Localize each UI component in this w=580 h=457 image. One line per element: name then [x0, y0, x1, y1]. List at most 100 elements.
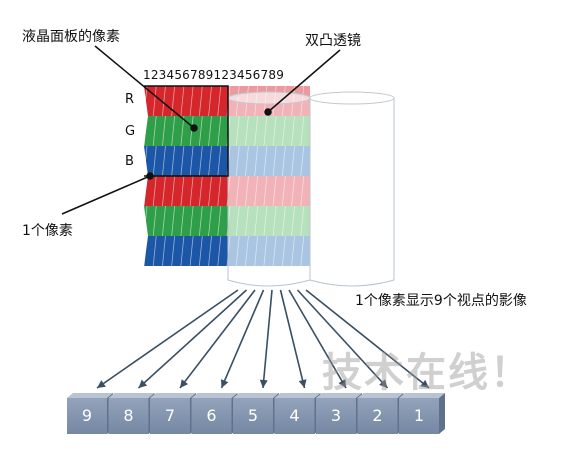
view-box-top [67, 393, 113, 398]
subpixel-line [300, 115, 305, 147]
view-ray [262, 289, 273, 389]
subpixel-line [180, 235, 185, 267]
subpixel-line [254, 115, 259, 147]
row-label-b: B [125, 154, 134, 169]
subpixel-line [291, 205, 295, 237]
subpixel-line [254, 235, 259, 267]
panel-row-0 [144, 86, 228, 116]
subpixel-line [291, 115, 295, 147]
view-box-number: 1 [413, 406, 425, 425]
watermark-text: 技术在线！ [322, 350, 532, 396]
subpixel-line [152, 205, 157, 237]
row-label-r: R [125, 92, 135, 107]
panel-row-5 [144, 236, 228, 266]
subpixel-line [235, 205, 240, 237]
subpixel-line [281, 145, 286, 177]
subpixel-line [263, 145, 268, 177]
subpixel-line [235, 235, 240, 267]
lcd-panel [143, 85, 228, 267]
view-box-number: 3 [330, 406, 342, 425]
view-box-top [191, 393, 238, 398]
view-box-5 [233, 398, 273, 434]
subpixel-line [235, 115, 240, 147]
subpixel-line [217, 235, 222, 267]
view-ray [288, 289, 347, 389]
view-box-number: 5 [247, 406, 259, 425]
subpixel-line [235, 175, 240, 207]
subpixel-line [217, 115, 222, 147]
view-box-number: 6 [206, 406, 217, 425]
subpixel-line [152, 115, 157, 147]
view-box-1 [399, 398, 439, 434]
subpixel-line [198, 145, 203, 177]
subpixel-line [300, 235, 305, 267]
view-box-9 [67, 398, 107, 434]
view-ray [220, 289, 265, 389]
subpixel-line [217, 205, 222, 237]
subpixel-line [245, 205, 249, 237]
lens-top-right [309, 91, 395, 105]
subpixel-line [272, 145, 277, 177]
subpixel-line [291, 175, 295, 207]
subpixel-line [272, 115, 277, 147]
view-ray-arrowhead [420, 379, 429, 388]
subpixel-line [189, 235, 194, 267]
view-ray [305, 289, 430, 389]
subpixel-line [263, 115, 268, 147]
subpixel-line [245, 145, 249, 177]
view-box-3 [316, 398, 356, 434]
column-numbers: 123456789123456789 [143, 68, 285, 82]
lens-row-5 [228, 236, 310, 266]
lens-row-4 [228, 206, 310, 236]
view-ray-arrowhead [379, 379, 388, 388]
view-box-top [357, 393, 404, 398]
subpixel-line [180, 175, 185, 207]
lenticular-lens-label: 双凸透镜 [305, 33, 361, 49]
one-pixel-outline [144, 85, 229, 177]
subpixel-line [245, 115, 249, 147]
view-box-top [150, 393, 196, 398]
view-box-number: 4 [289, 406, 300, 425]
lens-cylinder-left [227, 91, 311, 287]
view-box-4 [274, 398, 315, 434]
view-ray-arrowhead [259, 379, 268, 388]
subpixel-line [198, 115, 203, 147]
view-ray-arrowhead [220, 379, 229, 388]
subpixel-line [217, 85, 222, 117]
subpixel-line [189, 145, 194, 177]
subpixel-line [171, 115, 176, 147]
one-pixel-label: 1个像素 [22, 223, 73, 239]
subpixel-line [189, 175, 194, 207]
pointer-lines [61, 45, 341, 215]
subpixel-line [208, 115, 212, 147]
view-box-7 [150, 398, 190, 434]
view-ray-arrowhead [338, 379, 346, 388]
subpixel-line [291, 235, 295, 267]
subpixel-line [152, 235, 157, 267]
subpixel-line [171, 235, 176, 267]
subpixel-line [198, 175, 203, 207]
subpixel-line [189, 85, 194, 117]
subpixel-line [189, 115, 194, 147]
subpixel-line [254, 205, 259, 237]
view-box-top [399, 393, 445, 398]
view-ray-arrowhead [298, 379, 307, 388]
view-ray [96, 289, 239, 389]
subpixel-line [152, 85, 157, 117]
subpixel-line [152, 145, 157, 177]
subpixel-line [300, 175, 305, 207]
subpixel-line [235, 145, 240, 177]
lens-row-3 [228, 176, 310, 206]
view-ray [137, 289, 248, 389]
subpixel-line [171, 85, 176, 117]
subpixel-line [143, 175, 148, 207]
view-box-top [316, 393, 362, 398]
subpixel-line [272, 235, 277, 267]
panel-row-3 [144, 176, 228, 206]
lens-row-2 [228, 146, 310, 176]
subpixel-line [198, 85, 203, 117]
view-box-top [233, 393, 279, 398]
view-boxes [67, 393, 445, 434]
view-box-side [439, 393, 445, 434]
subpixel-line [180, 85, 185, 117]
